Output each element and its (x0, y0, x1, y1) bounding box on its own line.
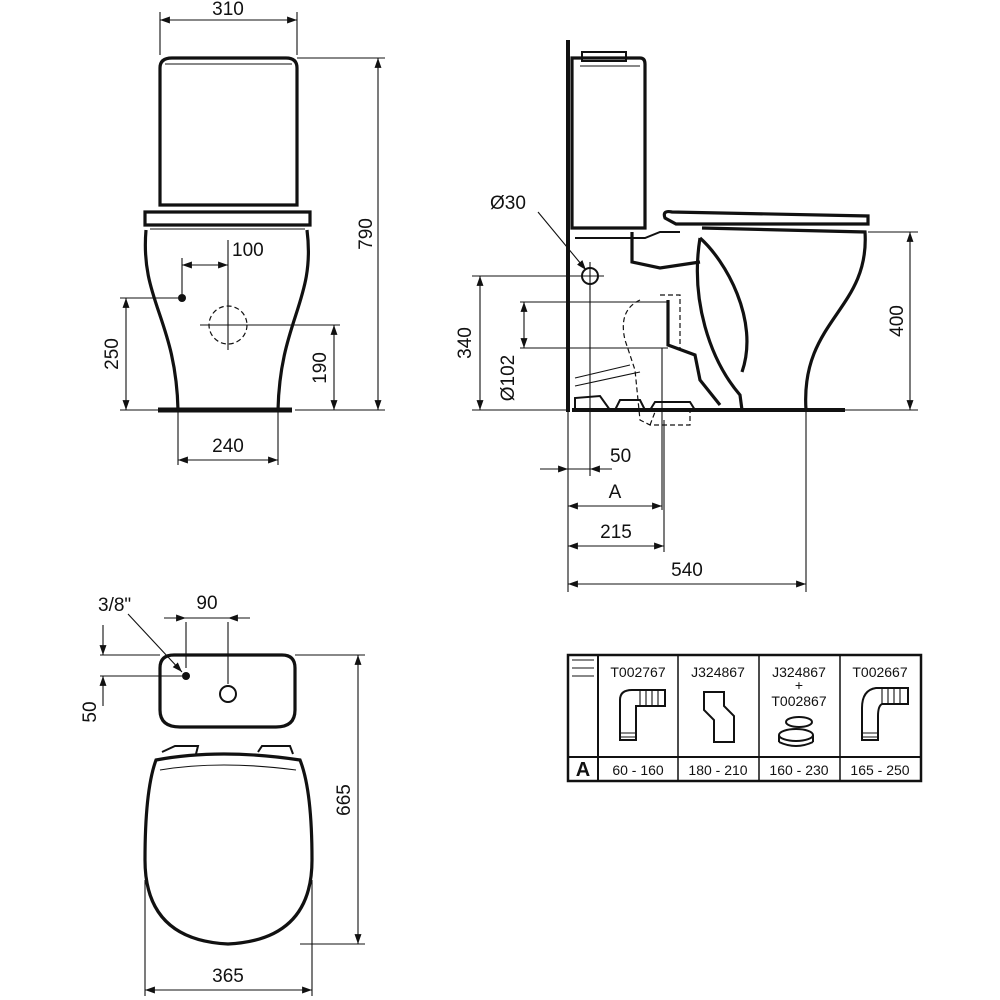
dim-side-a: A (609, 482, 622, 503)
side-view: Ø30 340 Ø102 400 50 A 215 (455, 40, 918, 592)
dim-side-215: 215 (600, 522, 632, 543)
dim-side-seat-height: 400 (887, 305, 908, 337)
dim-side-50: 50 (610, 446, 631, 467)
front-inlet-dot (178, 294, 186, 302)
dim-top-90: 90 (196, 593, 217, 614)
table-range-3: 160 - 230 (769, 762, 828, 778)
table-code-3: J324867 (772, 664, 826, 680)
side-outlet-dashed (622, 294, 691, 426)
connector-flex-elbow-icon (861, 687, 909, 741)
side-seat (662, 210, 870, 226)
side-bowl (701, 226, 867, 411)
connector-table: A T002767 60 - 160 J324867 180 - 210 J32… (566, 653, 923, 783)
table-code2-3: T002867 (771, 693, 826, 709)
dim-side-inlet-diameter: Ø30 (490, 193, 526, 214)
top-outlet-hole (219, 685, 237, 703)
table-range-1: 60 - 160 (612, 762, 664, 778)
connector-elbow-icon (619, 689, 666, 741)
dim-front-inlet-height: 250 (102, 338, 123, 370)
dim-front-height: 790 (356, 218, 377, 250)
dim-top-width: 365 (212, 966, 244, 987)
front-seat-lip (143, 210, 312, 227)
table-code-1: T002767 (610, 664, 665, 680)
table-range-2: 180 - 210 (688, 762, 747, 778)
dim-front-outlet-height: 190 (310, 352, 331, 384)
dim-top-thread: 3/8" (98, 595, 131, 616)
table-range-4: 165 - 250 (850, 762, 909, 778)
dim-top-length: 665 (334, 784, 355, 816)
front-cistern (158, 56, 299, 207)
front-bowl (143, 229, 310, 412)
table-plus-3: + (795, 677, 803, 693)
front-view: 310 790 100 250 190 240 (102, 0, 385, 465)
side-cistern (570, 56, 647, 230)
top-seat-lid (143, 752, 314, 946)
top-cistern (158, 653, 297, 729)
dim-front-inlet-offset: 100 (232, 240, 264, 261)
connector-offset-icon (703, 691, 735, 743)
table-code-2: J324867 (691, 664, 745, 680)
top-view: 3/8" 90 50 665 365 (80, 593, 365, 996)
dim-side-depth: 540 (671, 560, 703, 581)
top-inlet-dot (182, 672, 190, 680)
connector-ring-icon (778, 716, 814, 747)
table-row-label: A (576, 759, 590, 781)
dim-side-inlet-height: 340 (455, 327, 476, 359)
dim-top-50: 50 (80, 701, 101, 722)
dim-side-outlet-diameter: Ø102 (498, 355, 519, 401)
dim-front-base-width: 240 (212, 436, 244, 457)
table-code-4: T002667 (852, 664, 907, 680)
dim-front-width: 310 (212, 0, 244, 20)
